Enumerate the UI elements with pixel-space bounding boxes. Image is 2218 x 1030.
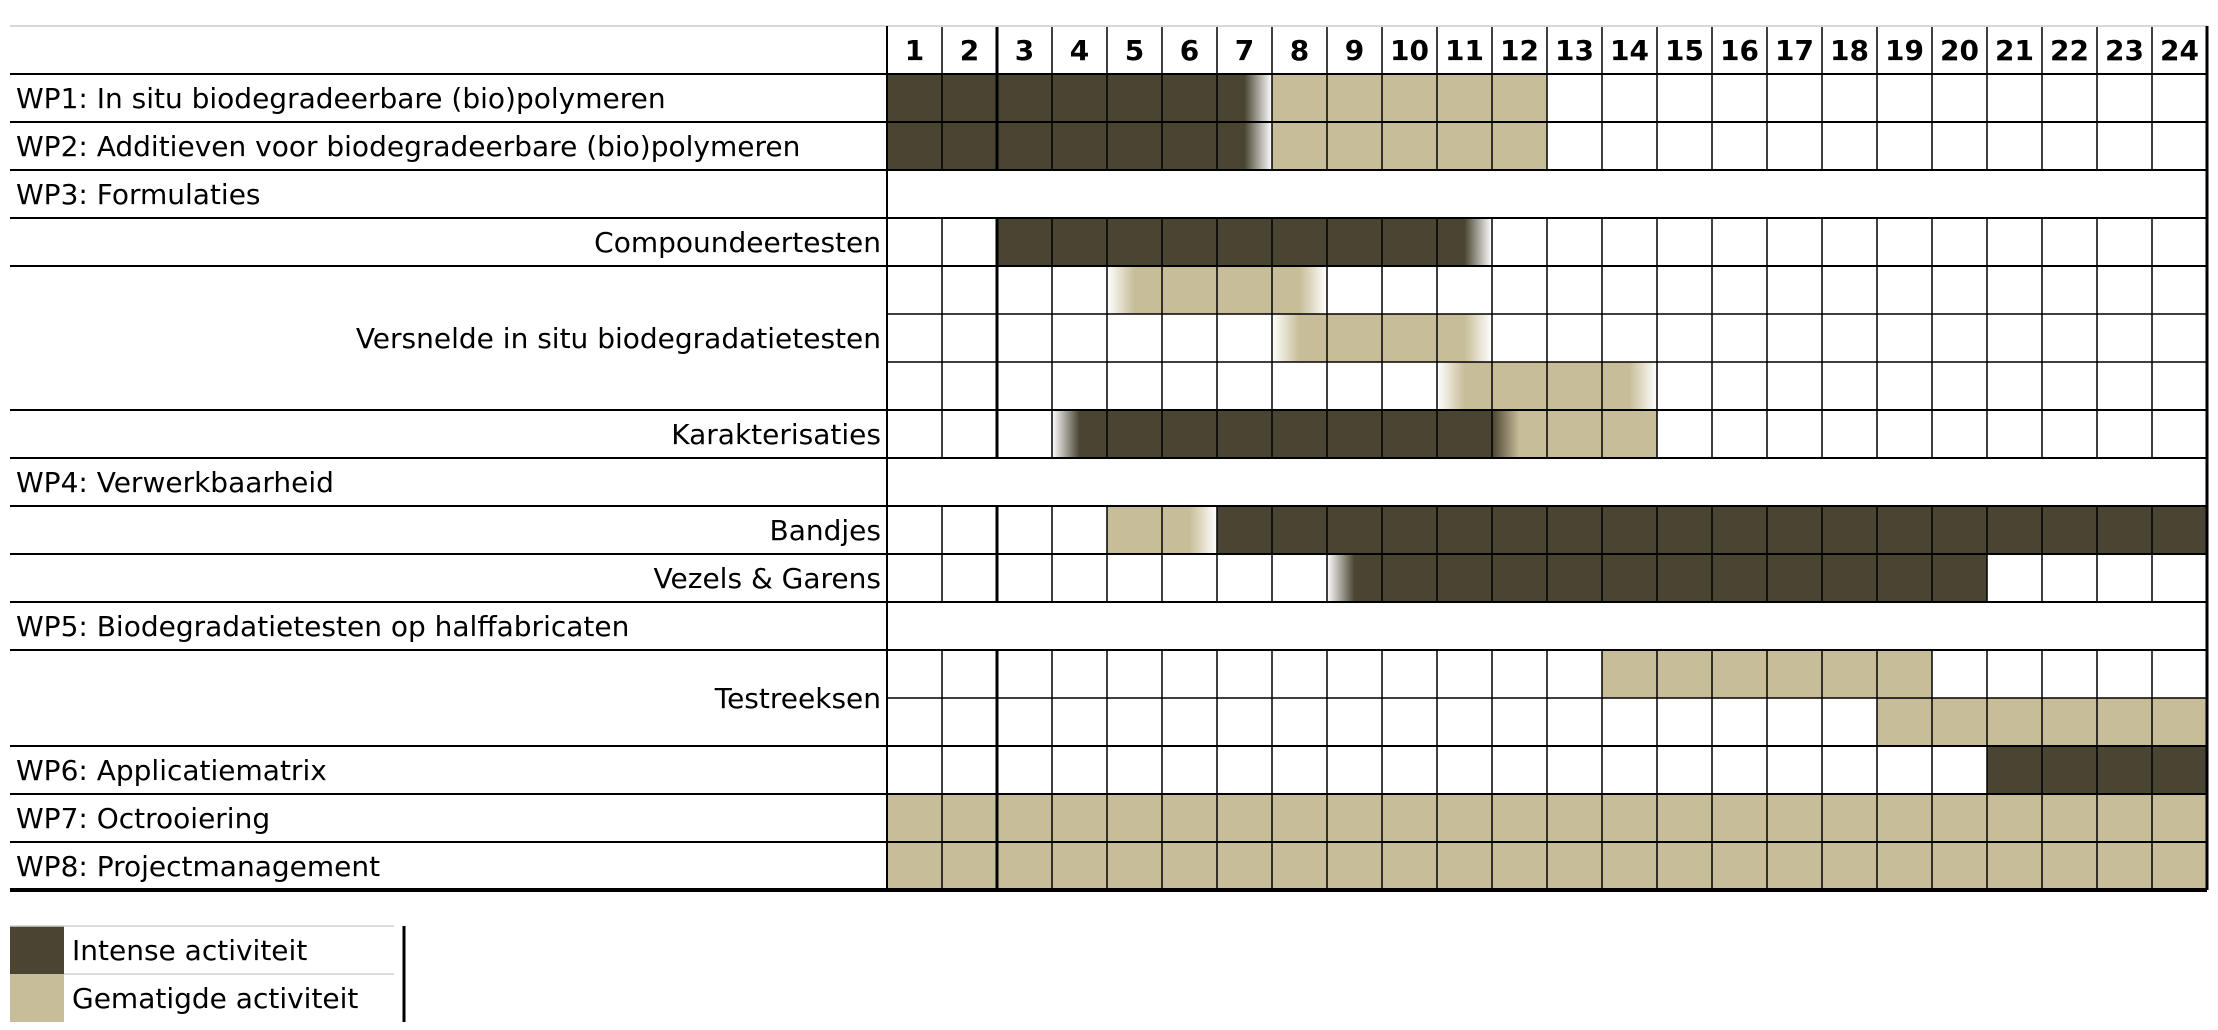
- bar-fade-end-row4-1: [1437, 314, 1492, 362]
- bar-row7-0: [1107, 506, 1162, 554]
- row-label-4: Versnelde in situ biodegradatietesten: [356, 322, 881, 355]
- row-label-10: Testreeksen: [714, 682, 881, 715]
- month-label-16: 16: [1720, 34, 1759, 67]
- month-label-14: 14: [1610, 34, 1649, 67]
- month-label-2: 2: [960, 34, 979, 67]
- month-label-22: 22: [2050, 34, 2089, 67]
- bar-row8-0: [1382, 554, 1987, 602]
- bar-fade-row1-0: [1217, 122, 1272, 170]
- row-label-13: WP8: Projectmanagement: [16, 850, 380, 883]
- month-label-10: 10: [1390, 34, 1429, 67]
- row-label-6: WP4: Verwerkbaarheid: [16, 466, 334, 499]
- row-label-11: WP6: Applicatiematrix: [16, 754, 327, 787]
- row-label-1: WP2: Additieven voor biodegradeerbare (b…: [16, 130, 800, 163]
- bar-fade-start-row4-1: [1272, 314, 1327, 362]
- legend-label-moderate: Gematigde activiteit: [72, 982, 358, 1015]
- bar-row0-1: [1272, 74, 1547, 122]
- month-label-5: 5: [1125, 34, 1144, 67]
- row-label-9: WP5: Biodegradatietesten op halffabricat…: [16, 610, 629, 643]
- bar-fade-row0-0: [1217, 74, 1272, 122]
- month-label-6: 6: [1180, 34, 1199, 67]
- bar-fade-end-row4-0: [1272, 266, 1327, 314]
- month-label-23: 23: [2105, 34, 2144, 67]
- bar-fade-start-row4-2: [1437, 362, 1492, 410]
- row-label-7: Bandjes: [770, 514, 881, 547]
- month-label-24: 24: [2160, 34, 2199, 67]
- month-label-15: 15: [1665, 34, 1704, 67]
- month-label-17: 17: [1775, 34, 1814, 67]
- bar-row1-1: [1272, 122, 1547, 170]
- month-label-21: 21: [1995, 34, 2034, 67]
- bar-fade-row8-0: [1327, 554, 1382, 602]
- row-label-0: WP1: In situ biodegradeerbare (bio)polym…: [16, 82, 666, 115]
- row-label-5: Karakterisaties: [671, 418, 881, 451]
- legend-swatch-intense: [10, 926, 64, 974]
- row-label-3: Compoundeertesten: [594, 226, 881, 259]
- month-label-4: 4: [1070, 34, 1089, 67]
- month-label-20: 20: [1940, 34, 1979, 67]
- bar-fade-start-row4-0: [1107, 266, 1162, 314]
- row-label-8: Vezels & Garens: [654, 562, 881, 595]
- month-label-9: 9: [1345, 34, 1364, 67]
- bar-fade-row5-1: [1492, 410, 1547, 458]
- month-label-19: 19: [1885, 34, 1924, 67]
- row-label-12: WP7: Octrooiering: [16, 802, 270, 835]
- legend-swatch-moderate: [10, 974, 64, 1022]
- bar-fade-row7-0: [1162, 506, 1217, 554]
- legend-label-intense: Intense activiteit: [72, 934, 307, 967]
- month-label-7: 7: [1235, 34, 1254, 67]
- month-label-18: 18: [1830, 34, 1869, 67]
- month-label-8: 8: [1290, 34, 1309, 67]
- month-label-1: 1: [905, 34, 924, 67]
- month-label-11: 11: [1445, 34, 1484, 67]
- bar-fade-row5-0: [1052, 410, 1107, 458]
- bar-fade-row3-0: [1437, 218, 1492, 266]
- month-label-3: 3: [1015, 34, 1034, 67]
- month-label-13: 13: [1555, 34, 1594, 67]
- row-label-2: WP3: Formulaties: [16, 178, 261, 211]
- month-label-12: 12: [1500, 34, 1539, 67]
- bar-fade-end-row4-2: [1602, 362, 1657, 410]
